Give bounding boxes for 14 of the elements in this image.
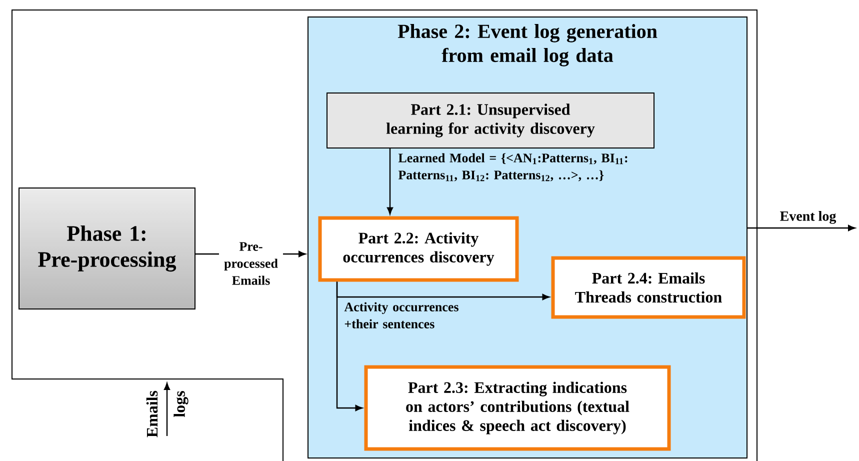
process-box: Part 2.4: Emails Threads construction	[551, 256, 746, 319]
arrow-label: logs	[174, 391, 188, 418]
edge-label: Pre-processed Emails	[219, 241, 283, 286]
phase-box: Phase 1: Pre-processing	[18, 188, 196, 310]
edge-label: Learned Model = {<AN$_{1}$:Patterns$_{1}$, BI$_{11}$: Patterns$_{11}$, BI$_{12}$: Patterns$_{12}$, …>, …}	[398, 153, 628, 182]
edge-label: Activity occurrences +their sentences	[344, 302, 458, 328]
arrow-label: Emails	[146, 390, 158, 438]
process-box: Part 2.3: Extracting indications on actors’ contributions (textual indices & speech act discovery)	[364, 365, 671, 451]
process-box: Part 2.1: Unsupervised learning for activity discovery	[326, 92, 654, 148]
arrow	[386, 148, 394, 214]
arrow	[748, 224, 856, 232]
arrow	[336, 282, 362, 412]
process-box: Part 2.2: Activity occurrences discovery	[318, 216, 519, 282]
edge-label: Event log	[780, 211, 836, 224]
